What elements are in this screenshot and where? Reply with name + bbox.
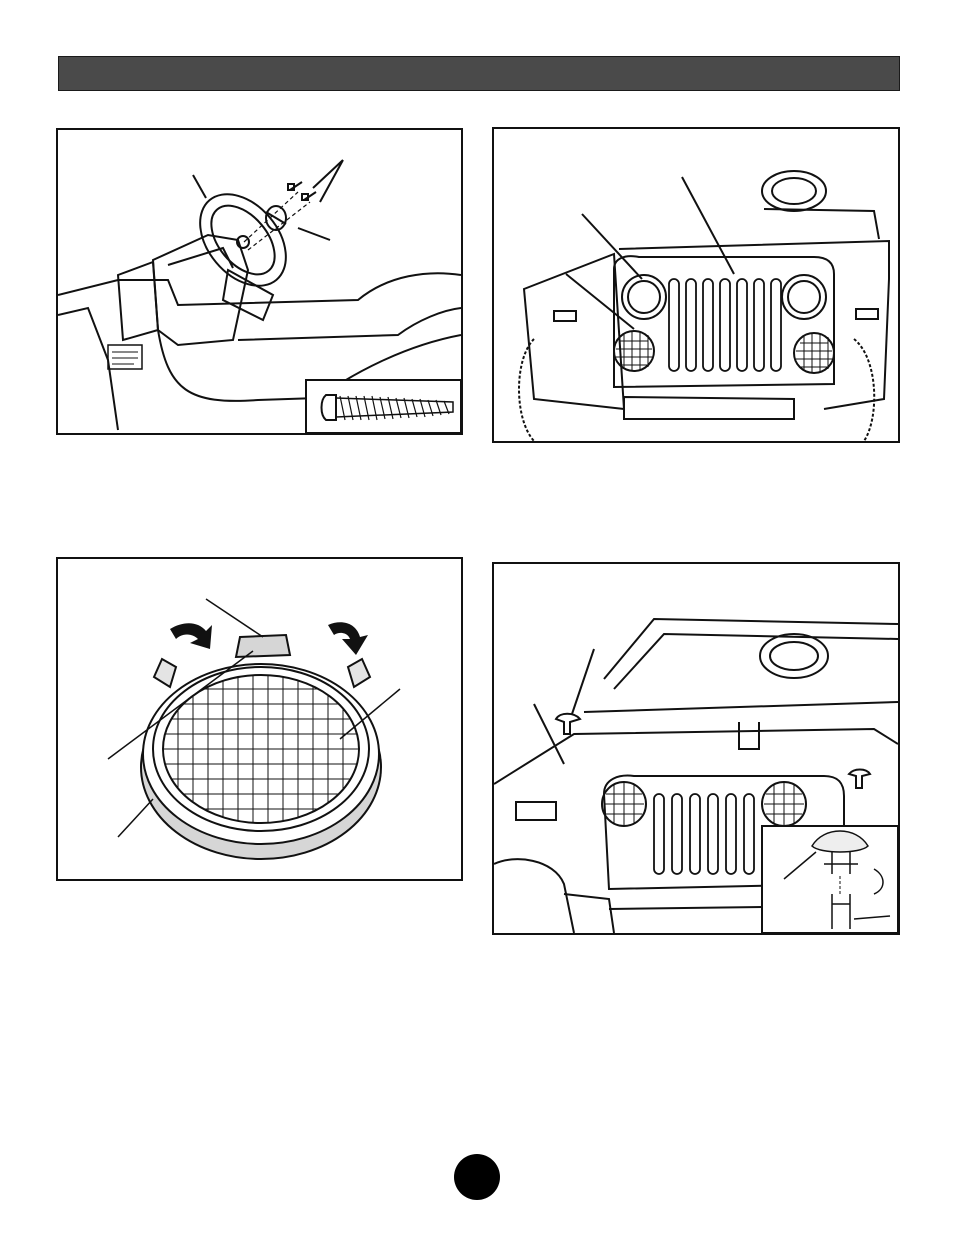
figure-windshield-latch	[492, 562, 900, 935]
figure-steering-wheel	[56, 128, 463, 435]
section-header-bar	[58, 56, 900, 91]
page-number-badge	[454, 1154, 500, 1200]
headlight-guard-illustration	[58, 559, 461, 879]
figure-headlights-grille	[492, 127, 900, 443]
headlights-grille-illustration	[494, 129, 898, 441]
figure-headlight-guard	[56, 557, 463, 881]
windshield-latch-illustration	[494, 564, 898, 933]
steering-wheel-illustration	[58, 130, 461, 433]
